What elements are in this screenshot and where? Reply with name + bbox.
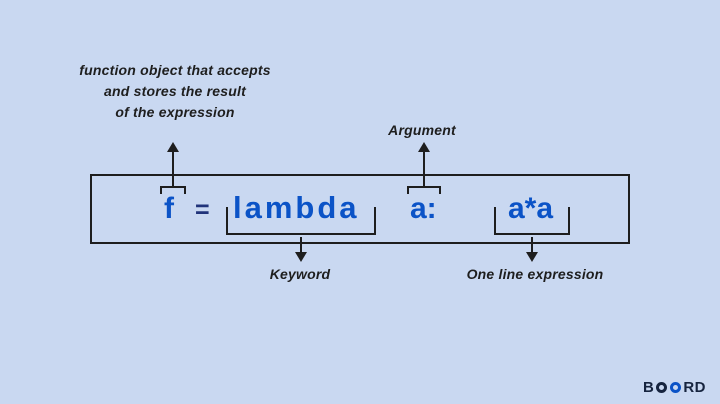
logo-o-ring-icon [670, 382, 682, 393]
arrow-line-expression [531, 237, 533, 254]
expression-annotation: One line expression [466, 266, 604, 282]
function-object-annotation-line1: function object that accepts [79, 62, 271, 78]
keyword-annotation: Keyword [269, 266, 331, 282]
logo-o-ring-icon [656, 382, 668, 393]
arrow-down-icon [295, 252, 307, 262]
code-argument: a: [410, 192, 437, 225]
arrow-line-keyword [300, 237, 302, 254]
code-equals: = [195, 196, 210, 224]
argument-annotation: Argument [388, 122, 456, 138]
bracket-variable [160, 186, 186, 194]
code-variable: f [164, 192, 174, 225]
arrow-down-icon [526, 252, 538, 262]
arrow-up-icon [167, 142, 179, 152]
arrow-line-argument [423, 152, 425, 186]
code-box [90, 174, 630, 244]
code-keyword-lambda: lambda [233, 190, 360, 225]
function-object-annotation-line2: and stores the result [104, 83, 246, 99]
function-object-annotation-line3: of the expression [115, 104, 235, 120]
boord-logo: B RD [643, 379, 706, 396]
bracket-expression [494, 207, 570, 235]
bracket-argument [407, 186, 441, 194]
arrow-up-icon [418, 142, 430, 152]
bracket-keyword [226, 207, 376, 235]
code-expression: a*a [508, 192, 554, 225]
logo-letters-rd: RD [683, 379, 706, 396]
arrow-line-function-object [172, 152, 174, 186]
logo-letter-b: B [642, 379, 655, 396]
function-object-annotation: function object that accepts and stores … [55, 60, 295, 123]
